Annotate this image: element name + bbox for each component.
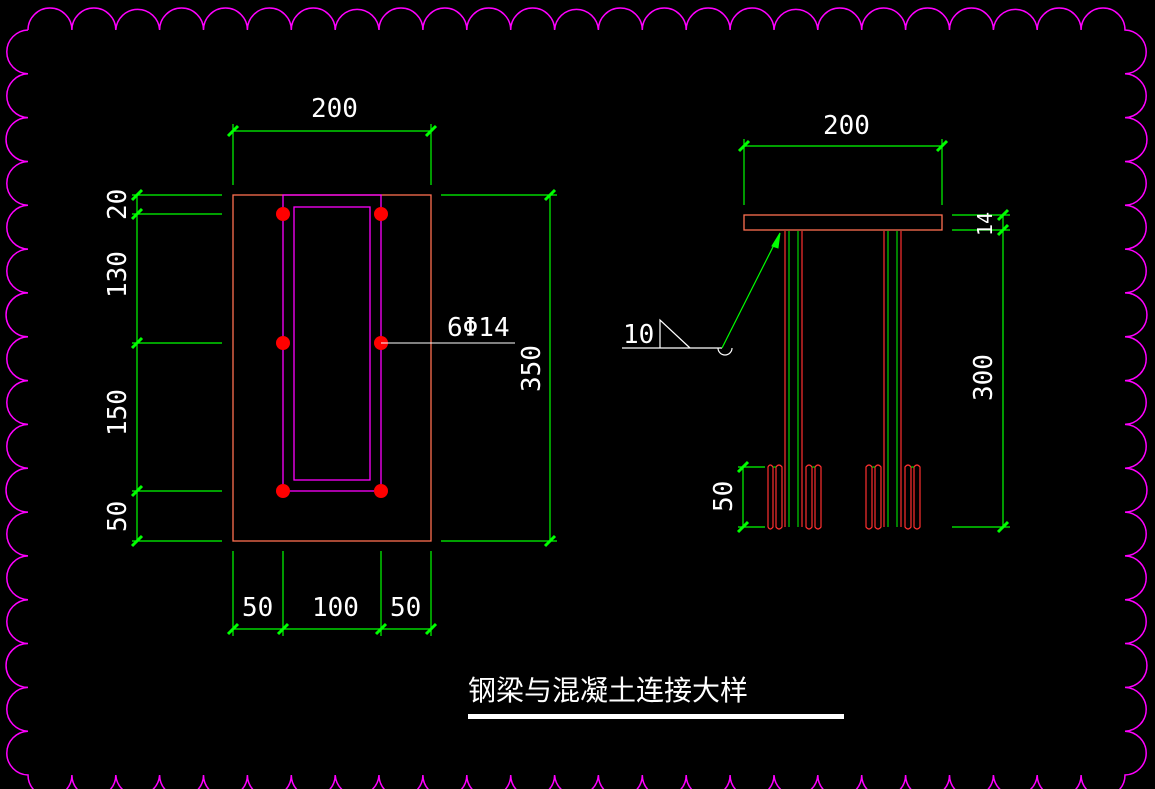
plate-width-dim: 200 — [823, 111, 870, 141]
section-top-dimension — [226, 124, 438, 185]
rebar-label: 6Φ14 — [447, 313, 510, 343]
stud-group-right — [865, 231, 921, 530]
steel-section-outer — [282, 194, 382, 492]
elevation-top-dimension — [737, 139, 949, 205]
left-dim-4: 50 — [103, 501, 133, 532]
rebar-dot — [374, 207, 388, 221]
weld-size-label: 10 — [623, 320, 654, 350]
left-dim-2: 130 — [103, 251, 133, 298]
section-bottom-dimension — [226, 551, 438, 636]
left-dim-1: 20 — [103, 189, 133, 220]
steel-plate — [743, 214, 943, 231]
weld-symbol — [622, 232, 781, 356]
rebar-dot — [374, 484, 388, 498]
rebar-dot — [276, 336, 290, 350]
section-right-dimension — [441, 188, 557, 548]
stud-head-dimension — [736, 460, 765, 534]
section-view: 6Φ14 200 350 — [103, 94, 557, 636]
stud-group-left — [767, 231, 822, 530]
rebar-dot — [276, 484, 290, 498]
section-height-dim: 350 — [517, 345, 547, 392]
bottom-dim-3: 50 — [390, 593, 421, 623]
section-left-dimension — [130, 188, 222, 548]
steel-section-inner — [293, 206, 371, 481]
plate-thickness-dim: 14 — [973, 212, 997, 236]
title-underline — [468, 714, 844, 719]
revision-cloud-border — [5, 7, 1148, 789]
left-dim-3: 150 — [103, 389, 133, 436]
elevation-right-dimension — [952, 208, 1010, 534]
stud-head-dim: 50 — [709, 481, 739, 512]
section-width-dim: 200 — [311, 94, 358, 124]
bottom-dim-2: 100 — [312, 593, 359, 623]
bottom-dim-1: 50 — [242, 593, 273, 623]
concrete-section-outline — [232, 194, 432, 542]
elevation-height-dim: 300 — [969, 354, 999, 401]
drawing-title: 钢梁与混凝土连接大样 — [468, 674, 748, 707]
elevation-view: 200 14 300 50 10 — [622, 111, 1010, 534]
rebar-dot — [276, 207, 290, 221]
